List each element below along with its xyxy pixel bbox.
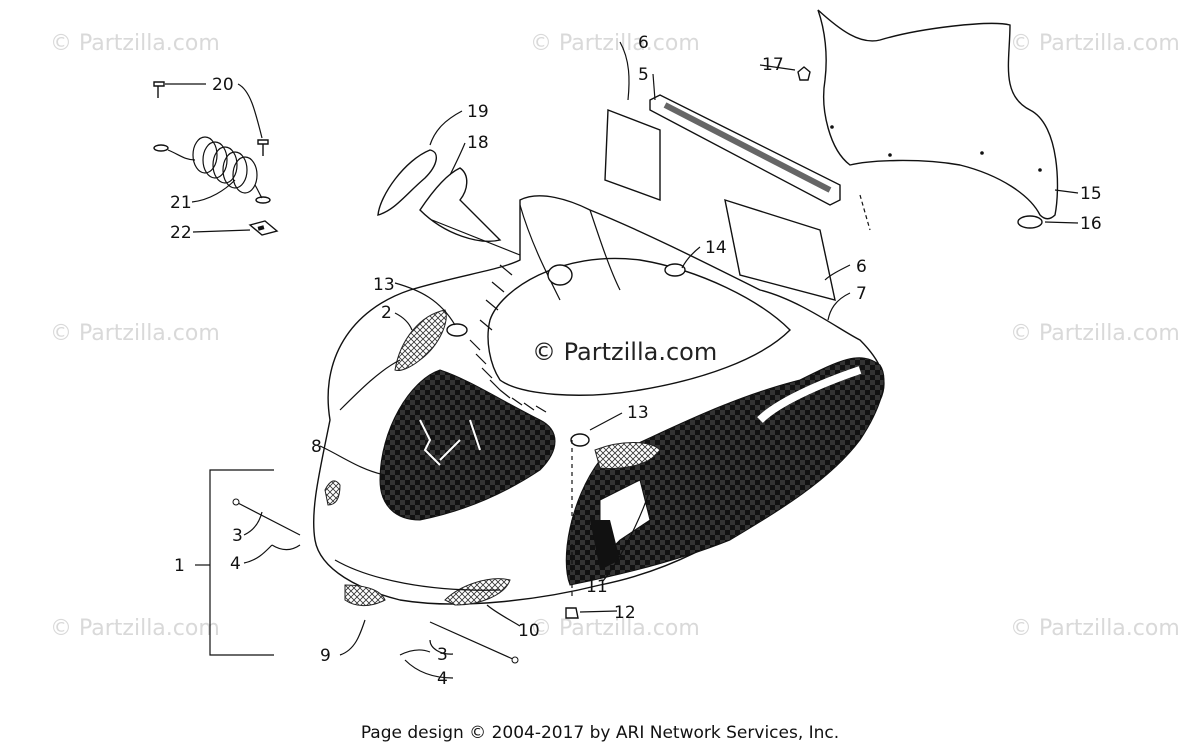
callout-4a: 4 — [230, 554, 241, 574]
callout-18: 18 — [467, 133, 489, 153]
callout-10: 10 — [518, 621, 540, 641]
decal-6-upper — [604, 108, 661, 201]
footer-copyright: Page design © 2004-2017 by ARI Network S… — [361, 723, 839, 743]
watermark-top-center: © Partzilla.com — [530, 31, 700, 56]
windshield-trim-5 — [649, 94, 841, 206]
visor-19 — [377, 149, 437, 216]
callout-22: 22 — [170, 223, 192, 243]
watermark-mid-right: © Partzilla.com — [1010, 321, 1180, 346]
watermark-bottom-center: © Partzilla.com — [530, 616, 700, 641]
hinge-pins — [232, 498, 519, 664]
mesh-9 — [344, 584, 386, 607]
center-watermark: © Partzilla.com — [532, 338, 717, 366]
callout-17: 17 — [762, 55, 784, 75]
grommet-16 — [1017, 215, 1043, 229]
watermark-top-left: © Partzilla.com — [50, 31, 220, 56]
washer-right — [255, 196, 271, 204]
callout-12: 12 — [614, 603, 636, 623]
watermark-mid-left: © Partzilla.com — [50, 321, 220, 346]
callout-13b: 13 — [627, 403, 649, 423]
callout-6a: 6 — [638, 33, 649, 53]
callout-19: 19 — [467, 102, 489, 122]
leader-lines — [165, 41, 1079, 679]
callout-20: 20 — [212, 75, 234, 95]
callout-3b: 3 — [437, 645, 448, 665]
mesh-2 — [394, 309, 447, 371]
callout-8: 8 — [311, 437, 322, 457]
coil-cord-21 — [192, 136, 258, 194]
decal-6-lower — [724, 198, 836, 301]
callout-1: 1 — [174, 556, 185, 576]
callout-15: 15 — [1080, 184, 1102, 204]
plug-14 — [664, 263, 686, 277]
nut-17 — [797, 66, 811, 81]
watermark-bottom-right: © Partzilla.com — [1010, 616, 1180, 641]
screw-20b — [257, 139, 269, 156]
callout-3a: 3 — [232, 526, 243, 546]
callout-21: 21 — [170, 193, 192, 213]
callout-7: 7 — [856, 284, 867, 304]
callout-2: 2 — [381, 303, 392, 323]
watermark-bottom-left: © Partzilla.com — [50, 616, 220, 641]
plug-13a — [446, 323, 468, 337]
hood-assembly — [312, 195, 885, 619]
callout-16: 16 — [1080, 214, 1102, 234]
nut-12 — [565, 607, 579, 619]
mesh-10 — [444, 578, 511, 606]
watermark-top-right: © Partzilla.com — [1010, 31, 1180, 56]
trim-18 — [419, 167, 502, 242]
windshield-15 — [797, 9, 1059, 231]
mesh-11 — [594, 442, 661, 469]
callout-labels: 1 2 3 4 3 4 5 6 6 7 8 9 10 11 12 13 13 1… — [170, 33, 1102, 689]
plug-13b — [570, 433, 590, 447]
callout-14: 14 — [705, 238, 727, 258]
tether-cord-assembly — [153, 81, 279, 236]
screw-20a — [153, 81, 165, 98]
callout-5: 5 — [638, 65, 649, 85]
callout-4b: 4 — [437, 669, 448, 689]
callout-13a: 13 — [373, 275, 395, 295]
callout-6b: 6 — [856, 257, 867, 277]
vent-louvers — [469, 264, 547, 413]
bracket-1 — [209, 469, 274, 656]
callout-9: 9 — [320, 646, 331, 666]
callout-11: 11 — [586, 577, 608, 597]
washer-left — [153, 144, 169, 152]
watermark-group: © Partzilla.com © Partzilla.com © Partzi… — [50, 31, 1180, 641]
